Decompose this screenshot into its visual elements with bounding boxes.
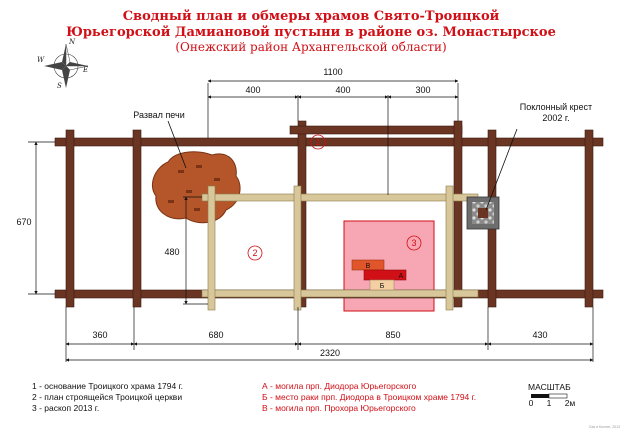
stove-label: Развал печи — [133, 110, 184, 120]
legend-right-1: А - могила прп. Диодора Юрьегорского — [262, 381, 416, 391]
marker-3 — [406, 235, 422, 251]
compass-n: N — [68, 38, 76, 46]
new-church-plan — [201, 185, 479, 311]
compass-e: E — [82, 66, 88, 74]
grave-b-label: Б — [380, 283, 385, 290]
cross-label-1: Поклонный крест — [520, 102, 592, 112]
dim-left-height: 670 — [16, 217, 31, 227]
scale-t2: 2м — [565, 398, 576, 408]
legend-right-2: Б - место раки прп. Диодора в Троицком х… — [262, 392, 476, 402]
scale-title: МАСШТАБ — [528, 382, 571, 392]
dim-top-a: 400 — [245, 85, 260, 95]
foundation-1794 — [54, 120, 604, 308]
legend-left-1: 1 - основание Троицкого храма 1794 г. — [32, 381, 183, 391]
stove-leader-line — [167, 120, 187, 169]
compass-rose-icon: N S W E — [37, 38, 88, 90]
legend-left-2: 2 - план строящейся Троицкой церкви — [32, 392, 182, 402]
marker-2-label: 2 — [252, 248, 257, 258]
marker-1 — [310, 134, 326, 150]
dim-top-c: 300 — [415, 85, 430, 95]
bottom-dimension-lines — [65, 307, 594, 362]
dim-bottom-d: 430 — [532, 330, 547, 340]
dim-bottom-b: 680 — [208, 330, 223, 340]
scale-t1: 1 — [547, 398, 552, 408]
cross-leader-line — [485, 128, 518, 211]
dim-top-total: 1100 — [323, 67, 342, 77]
credit: Баз и Костин, 2013 — [589, 425, 620, 429]
scale-t0: 0 — [529, 398, 534, 408]
top-dimension-lines — [207, 79, 459, 195]
title-line-3: (Онежский район Архангельской области) — [175, 40, 446, 54]
dim-bottom-c: 850 — [385, 330, 400, 340]
title-line-2: Юрьегорской Дамиановой пустыни в районе … — [66, 25, 556, 40]
compass-s: S — [57, 82, 62, 90]
grave-v-label: В — [366, 263, 371, 270]
grave-a-label: А — [399, 273, 404, 280]
left-dimension-lines — [28, 141, 208, 305]
dim-inner-height: 480 — [164, 247, 179, 257]
marker-2 — [247, 245, 263, 261]
dim-bottom-a: 360 — [92, 330, 107, 340]
dim-top-b: 400 — [335, 85, 350, 95]
marker-1-label: 1 — [315, 137, 320, 147]
stove-ruin — [152, 151, 241, 224]
dim-bottom-total: 2320 — [320, 348, 340, 358]
legend-left-3: 3 - раскоп 2013 г. — [32, 403, 99, 413]
legend-right-3: В - могила прп. Прохора Юрьегорского — [262, 403, 416, 413]
compass-w: W — [37, 56, 45, 64]
grave-b — [369, 279, 395, 291]
scale-bar: МАСШТАБ 0 1 2м — [528, 382, 575, 408]
cross-label-2: 2002 г. — [542, 113, 569, 123]
marker-3-label: 3 — [411, 238, 416, 248]
memorial-cross — [466, 196, 500, 230]
title-line-1: Сводный план и обмеры храмов Свято-Троиц… — [123, 9, 500, 24]
